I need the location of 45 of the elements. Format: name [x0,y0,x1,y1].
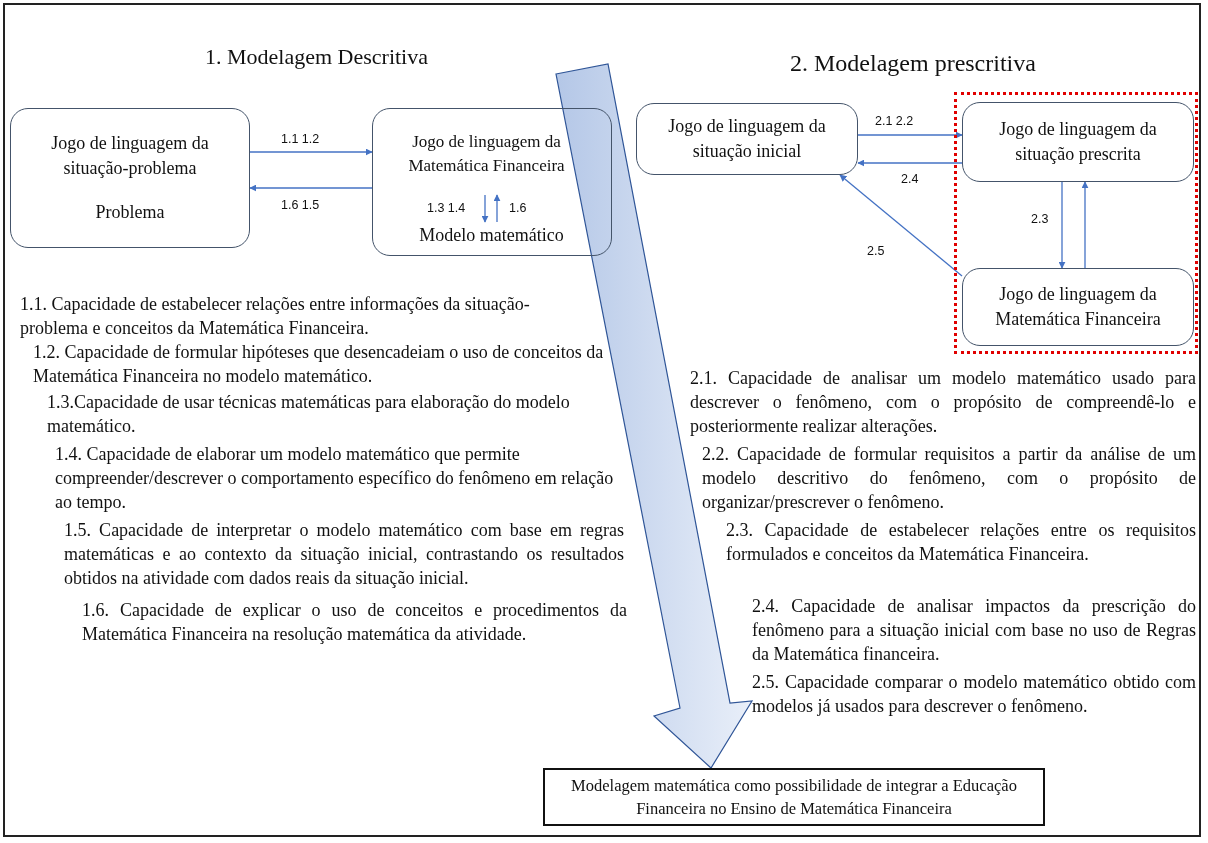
node-text: Jogo de linguagem da Matemática Financeira [381,112,592,195]
rounded-box [962,268,1194,346]
arrow [1081,181,1089,269]
edge-label: 1.1 1.2 [280,132,321,146]
edge-label: 1.6 [508,201,528,215]
description-paragraph: 2.3. Capacidade de estabelecer relações entre os requisitos formulados e conceitos da Matemática Financeira. [726,519,1196,566]
edge-label: 2.5 [866,244,886,258]
edge-label: 2.1 2.2 [874,114,915,128]
description-paragraph: 2.2. Capacidade de formular requisitos a partir da análise de um modelo descritivo do fenômeno, com o propósito de organizar/prescrever o fenômeno. [702,443,1196,514]
arrow [1058,181,1066,269]
box-text: Jogo de linguagem da situação inicial [667,114,827,163]
rounded-box [636,103,858,175]
arrow [249,184,373,192]
description-paragraph: 2.4. Capacidade de analisar impactos da prescrição do fenômeno para a situação inicial com base no uso de Regras da Matemática financeira. [752,595,1196,666]
arrow [857,159,963,167]
edge-label: 2.4 [900,172,920,186]
box-text: Jogo de linguagem da Matemática Financeira [994,282,1162,331]
arrow [481,194,489,223]
box-text: Jogo de linguagem da situação prescrita [998,117,1158,166]
box-text: Modelagem matemática como possibilidade de integrar a Educação Financeira no Ensino de Matemática Financeira [570,774,1018,820]
large-down-arrow [555,63,754,769]
description-paragraph: 1.2. Capacidade de formular hipóteses que desencadeiam o uso de conceitos da Matemática Financeira no modelo matemático. [33,341,605,388]
rounded-box [10,108,250,248]
arrow [493,194,501,223]
conclusion-box [543,768,1045,826]
arrow [839,174,963,277]
arrow [857,131,963,139]
description-paragraph: 1.3.Capacidade de usar técnicas matemáticas para elaboração do modelo matemático. [47,391,571,438]
edge-label: 1.6 1.5 [280,198,321,212]
edge-label: 1.3 1.4 [426,201,467,215]
description-paragraph: 2.5. Capacidade comparar o modelo matemático obtido com modelos já usados para descrever o fenômeno. [752,671,1196,718]
arrow [249,148,373,156]
description-paragraph: 1.6. Capacidade de explicar o uso de conceitos e procedimentos da Matemática Financeira na resolução matemática da atividade. [82,599,627,646]
rounded-box [962,102,1194,182]
description-paragraph: 1.1. Capacidade de estabelecer relações entre informações da situação-problema e conceitos da Matemática Financeira. [20,293,531,340]
box-text: Jogo de linguagem da situação-problema [50,132,210,181]
description-paragraph: 1.4. Capacidade de elaborar um modelo matemático que permite compreender/descrever o comportamento específico do fenômeno em relação ao tempo. [55,443,615,514]
section-heading: 2. Modelagem prescritiva [790,50,1036,77]
node-text: Modelo matemático [381,221,602,250]
edge-label: 2.3 [1030,212,1050,226]
description-paragraph: 2.1. Capacidade de analisar um modelo matemático usado para descrever o fenômeno, com o propósito de compreendê-lo e posteriormente realizar alterações. [690,367,1196,438]
box-text: Problema [95,200,165,224]
section-heading: 1. Modelagem Descritiva [205,44,428,70]
description-paragraph: 1.5. Capacidade de interpretar o modelo matemático com base em regras matemáticas e ao contexto da situação inicial, contrastando os resultados obtidos na atividade com dados reais da situação inicial. [64,519,624,590]
dotted-group-frame [954,92,1198,354]
